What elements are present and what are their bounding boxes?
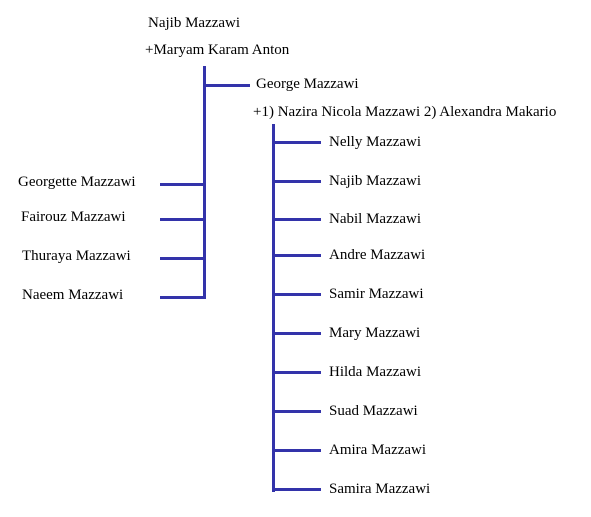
root-spouse-name: +Maryam Karam Anton	[145, 42, 290, 58]
grandchild-name: Samir Mazzawi	[329, 286, 424, 302]
connector-sibling	[160, 296, 206, 299]
connector-grandchild	[272, 180, 321, 183]
sibling-name: Georgette Mazzawi	[18, 174, 136, 190]
connector-grandchild	[272, 254, 321, 257]
grandchild-name: Mary Mazzawi	[329, 325, 421, 341]
connector-grandchild	[272, 449, 321, 452]
grandchild-name: Najib Mazzawi	[329, 173, 422, 189]
connector-grandchild	[272, 141, 321, 144]
grandchildren-trunk-line	[272, 124, 275, 492]
grandchild-name: Nelly Mazzawi	[329, 134, 422, 150]
sibling-name: Naeem Mazzawi	[22, 287, 124, 303]
connector-sibling	[160, 218, 206, 221]
root-trunk-line	[203, 66, 206, 299]
child-main-spouse: +1) Nazira Nicola Mazzawi 2) Alexandra M…	[253, 104, 557, 120]
sibling-name: Fairouz Mazzawi	[21, 209, 126, 225]
connector-grandchild	[272, 332, 321, 335]
grandchild-name: Samira Mazzawi	[329, 481, 431, 497]
connector-george	[203, 84, 250, 87]
grandchild-name: Hilda Mazzawi	[329, 364, 422, 380]
connector-grandchild	[272, 488, 321, 491]
connector-grandchild	[272, 293, 321, 296]
connector-sibling	[160, 183, 206, 186]
child-main-name: George Mazzawi	[256, 76, 359, 92]
connector-grandchild	[272, 218, 321, 221]
grandchild-name: Suad Mazzawi	[329, 403, 418, 419]
root-person-name: Najib Mazzawi	[148, 15, 241, 31]
connector-grandchild	[272, 410, 321, 413]
grandchild-name: Nabil Mazzawi	[329, 211, 422, 227]
connector-grandchild	[272, 371, 321, 374]
grandchild-name: Andre Mazzawi	[329, 247, 426, 263]
grandchild-name: Amira Mazzawi	[329, 442, 427, 458]
sibling-name: Thuraya Mazzawi	[22, 248, 131, 264]
connector-sibling	[160, 257, 206, 260]
